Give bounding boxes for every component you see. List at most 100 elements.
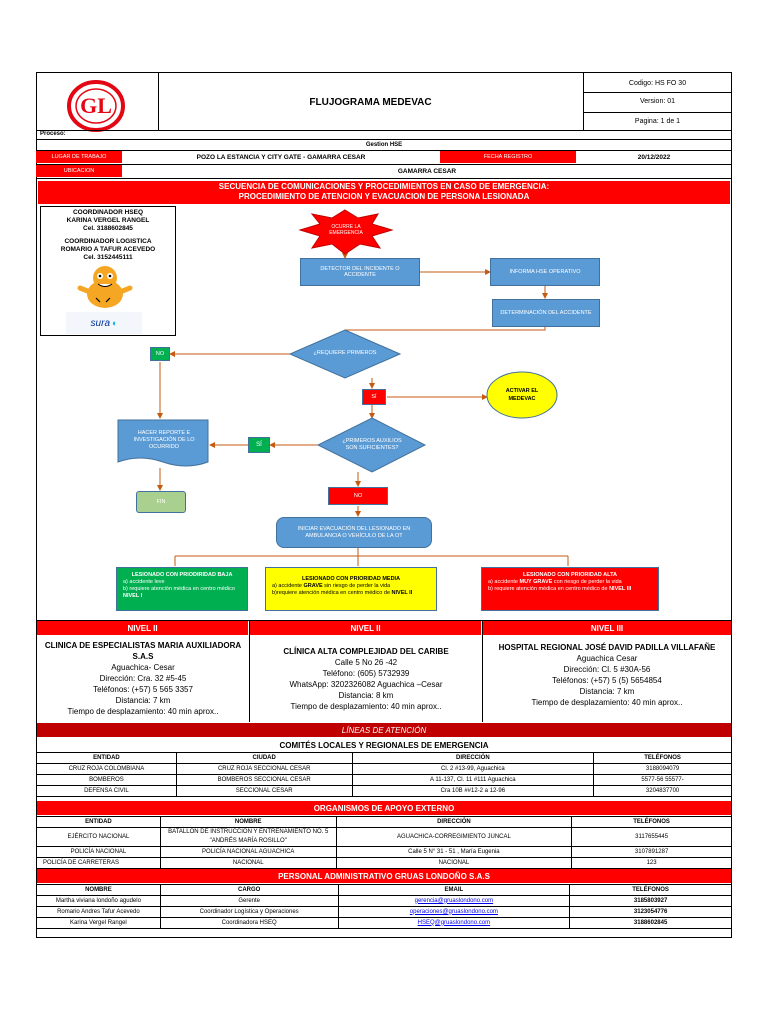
personal-title: PERSONAL ADMINISTRATIVO GRUAS LONDOÑO S.… xyxy=(37,869,731,883)
cell: Coordinador Logística y Operaciones xyxy=(159,906,339,918)
level1-name: CLINICA DE ESPECIALISTAS MARIA AUXILIADO… xyxy=(44,641,242,661)
cell: NACIONAL xyxy=(335,857,573,869)
level1-l5: Tiempo de desplazamiento: 40 min aprox.. xyxy=(67,707,219,716)
contact1-phone: Cel. 3188602845 xyxy=(83,225,133,232)
detector-box: DETECTOR DEL INCIDENTE O ACCIDENTE xyxy=(300,258,420,286)
fin-box: FIN xyxy=(136,491,186,513)
mascot-illustration xyxy=(70,262,140,312)
si-badge-2: SÍ xyxy=(248,437,270,453)
level2-name: CLÍNICA ALTA COMPLEJIDAD DEL CARIBE xyxy=(283,647,449,656)
ubicacion-value: GAMARRA CESAR xyxy=(397,167,457,175)
ubicacion-label: UBICACION xyxy=(36,165,122,177)
cell: DEFENSA CIVIL xyxy=(36,785,177,797)
email-link[interactable]: gerencia@gruaslondono.com xyxy=(414,897,494,904)
cell: HSEQ@gruaslondono.com xyxy=(337,917,571,929)
header-divider-left xyxy=(158,72,159,130)
fecha-value: 20/12/2022 xyxy=(637,153,671,161)
level2-l5: Tiempo de desplazamiento: 40 min aprox.. xyxy=(290,702,442,711)
divider xyxy=(36,130,732,131)
email-link[interactable]: HSEQ@gruaslondono.com xyxy=(417,919,491,926)
lugar-label: LUGAR DE TRABAJO xyxy=(36,151,122,163)
level3-l1: Aguachica Cesar xyxy=(576,654,638,663)
requiere-label: ¿REQUIERE PRIMEROS xyxy=(310,342,380,364)
logo: GL xyxy=(60,78,132,134)
flowchart-connectors xyxy=(117,209,569,566)
si-badge-1: SÍ xyxy=(362,389,386,405)
ocurre-label: OCURRE LA EMERGENCIA xyxy=(329,224,363,236)
baja-title: LESIONADO CON PRIODIRIDAD BAJA xyxy=(131,572,233,578)
requiere-diamond xyxy=(288,329,402,379)
level1-info: CLINICA DE ESPECIALISTAS MARIA AUXILIADO… xyxy=(40,640,246,717)
page-title: FLUJOGRAMA MEDEVAC xyxy=(309,96,432,108)
medevac-ellipse xyxy=(486,371,558,419)
level3-l4: Distancia: 7 km xyxy=(579,687,635,696)
th-direccion: DIRECCIÓN xyxy=(351,752,595,764)
section-title-line2: PROCEDIMIENTO DE ATENCION Y EVACUACION D… xyxy=(238,192,530,201)
cell: EJÉRCITO NACIONAL xyxy=(36,827,161,847)
divider xyxy=(36,139,732,140)
primeros-diamond xyxy=(316,417,427,473)
level2-l2: Teléfono: (605) 5732939 xyxy=(322,669,410,678)
hacer-reporte-shape xyxy=(117,419,209,467)
alta-nivel: NIVEL III xyxy=(609,586,632,592)
svg-text:GL: GL xyxy=(80,93,112,118)
table-row: EJÉRCITO NACIONAL BATALLÓN DE INSTRUCCIÓ… xyxy=(36,827,732,847)
level1-l1: Aguachica- Cesar xyxy=(111,663,175,672)
level2-l3: WhatsApp: 3202326082 Aguachica –Cesar xyxy=(289,680,443,689)
media-b: b)requiere atención médica en centro méd… xyxy=(272,590,391,596)
cell: CRUZ ROJA COLOMBIANA xyxy=(36,763,177,775)
level3-l2: Dirección: Cl. 5 #30A-56 xyxy=(563,665,651,674)
determinacion-box: DETERMINACIÓN DEL ACCIDENTE xyxy=(492,299,600,327)
alta-a-bold: MUY GRAVE xyxy=(519,579,553,585)
table-row: Romario Andres Tafur Acevedo Coordinador… xyxy=(36,906,732,918)
priority-baja: LESIONADO CON PRIODIRIDAD BAJA a) accide… xyxy=(116,567,248,611)
divider xyxy=(482,620,483,722)
cell: 5577-56 55577- xyxy=(593,774,732,786)
sura-logo-text: sura xyxy=(90,317,110,329)
level3-info: HOSPITAL REGIONAL JOSÉ DAVID PADILLA VIL… xyxy=(486,642,728,708)
level2-info: CLÍNICA ALTA COMPLEJIDAD DEL CARIBE Call… xyxy=(252,646,480,712)
informa-box: INFORMA HSE OPERATIVO xyxy=(490,258,600,286)
header-divider-right xyxy=(583,72,584,130)
level1-nivel: NIVEL II xyxy=(37,621,248,635)
cell: gerencia@gruaslondono.com xyxy=(337,895,571,907)
th-nombre: NOMBRE xyxy=(159,816,337,828)
cell: Gerente xyxy=(159,895,339,907)
baja-a: a) accidente leve xyxy=(123,579,165,585)
baja-nivel: NIVEL I xyxy=(123,593,143,599)
th-direccion: DIRECCIÓN xyxy=(335,816,573,828)
cell: 123 xyxy=(571,857,732,869)
level2-nivel: NIVEL II xyxy=(250,621,481,635)
alta-b: b) requiere atención médica en centro mé… xyxy=(488,586,608,592)
cell: Cl. 2 #13-99, Aguachica xyxy=(351,763,595,775)
level1-l4: Distancia: 7 km xyxy=(115,696,171,705)
cell: NACIONAL xyxy=(159,857,337,869)
table-row: POLICÍA DE CARRETERAS NACIONAL NACIONAL … xyxy=(36,857,732,869)
divider xyxy=(583,92,732,93)
personal-table: NOMBRE CARGO EMAIL TELÉFONOS Martha vivi… xyxy=(36,884,732,929)
fecha-label: FECHA REGISTRO xyxy=(440,151,576,163)
divider xyxy=(36,150,732,151)
cell: Calle 5 N° 31 - 51 , María Eugenia xyxy=(335,846,573,858)
cell: POLICÍA DE CARRETERAS xyxy=(36,857,161,869)
table-row: BOMBEROS BOMBEROS SECCIONAL CESAR A 11-1… xyxy=(36,774,732,786)
sura-logo: sura ◐ xyxy=(66,312,142,334)
cell: 3188602845 xyxy=(569,917,732,929)
contact2-title: COORDINADOR LOGISTICA xyxy=(64,238,152,245)
requiere-text: ¿REQUIERE PRIMEROS xyxy=(313,349,377,356)
proceso-label: Proceso: xyxy=(40,131,66,137)
divider xyxy=(36,620,732,621)
iniciar-box: INICIAR EVACUACIÓN DEL LESIONADO EN AMBU… xyxy=(276,517,432,548)
media-title: LESIONADO CON PRIORIDAD MEDIA xyxy=(301,576,401,582)
cell: Karina Vergel Rangel xyxy=(36,917,161,929)
organismos-title: ORGANISMOS DE APOYO EXTERNO xyxy=(37,801,731,815)
th-telefonos: TELÉFONOS xyxy=(571,816,732,828)
table-row: CRUZ ROJA COLOMBIANA CRUZ ROJA SECCIONAL… xyxy=(36,763,732,775)
level3-l5: Tiempo de desplazamiento: 40 min aprox.. xyxy=(531,698,683,707)
priority-alta: LESIONADO CON PRIORIDAD ALTA a) accident… xyxy=(481,567,659,611)
level3-l3: Teléfonos: (+57) 5 (5) 5654854 xyxy=(552,676,662,685)
th-ciudad: CIUDAD xyxy=(175,752,353,764)
level2-l4: Distancia: 8 km xyxy=(338,691,394,700)
baja-b: b) requiere atención médica en centro mé… xyxy=(123,586,235,592)
email-link[interactable]: operaciones@gruaslondono.com xyxy=(409,908,498,915)
